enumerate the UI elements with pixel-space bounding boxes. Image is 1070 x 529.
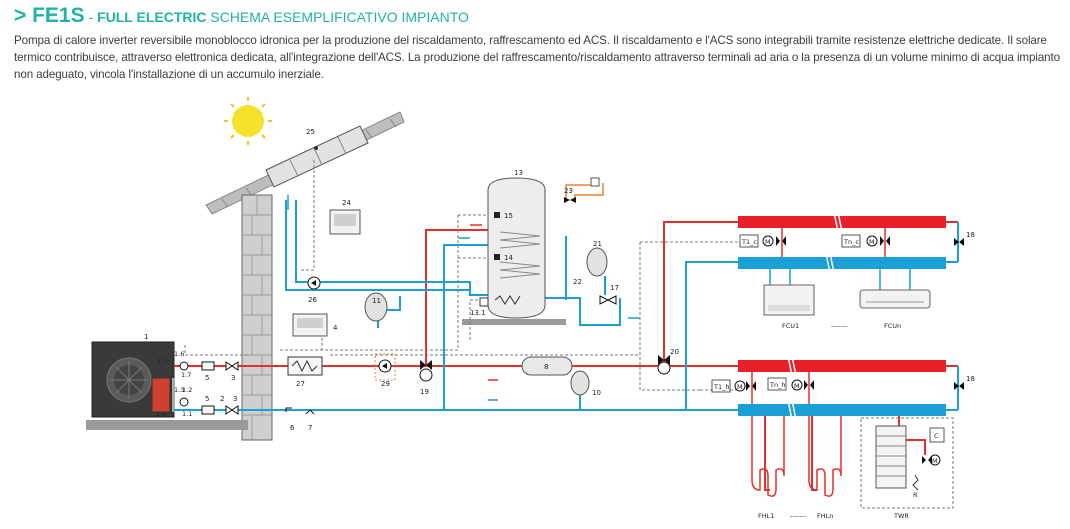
collectors — [738, 211, 946, 421]
label-15: 15 — [504, 212, 513, 220]
pump-29 — [374, 353, 396, 381]
label-23: 23 — [564, 187, 573, 195]
floor-heating-loops — [751, 416, 842, 497]
label-1-4: 1.4 — [156, 410, 166, 418]
sensor-r: R — [913, 491, 918, 499]
inertial-tank-8 — [521, 356, 573, 376]
flow-arrows — [287, 195, 640, 401]
controller-icon — [329, 209, 361, 235]
label-7: 7 — [308, 424, 312, 432]
label-17: 17 — [610, 284, 619, 292]
diverter-valve-19 — [419, 360, 433, 382]
heat-pump-icon — [91, 341, 175, 418]
title-light: SCHEMA ESEMPLIFICATIVO IMPIANTO — [206, 9, 469, 25]
label-21: 21 — [593, 240, 602, 248]
label-18b: 18 — [966, 375, 975, 383]
bypass-valve-upper — [954, 238, 964, 246]
terminal-fcun: FCUn — [884, 322, 901, 330]
label-19: 19 — [420, 388, 429, 396]
drain-6 — [285, 407, 292, 412]
terminal-fcu1: FCU1 — [782, 322, 799, 330]
title-separator: - — [84, 9, 98, 25]
label-11: 11 — [372, 297, 381, 305]
floor-slab — [86, 420, 248, 430]
label-5a: 5 — [205, 374, 209, 382]
tank-base — [462, 319, 566, 325]
sun-icon — [224, 97, 272, 145]
solar-panel-icon — [265, 125, 369, 188]
terminal-fhl1: FHL1 — [758, 512, 774, 520]
towel-radiator-icon — [875, 425, 945, 491]
label-26: 26 — [308, 296, 317, 304]
motor-valve-1: M — [765, 238, 771, 246]
label-18a: 18 — [966, 231, 975, 239]
label-1-1: 1.1 — [182, 410, 192, 418]
valve-7 — [305, 409, 315, 415]
expansion-vessel-icon — [364, 292, 388, 322]
upper-zone-controls — [739, 228, 911, 290]
motor-valve-4: M — [794, 382, 800, 390]
motor-valve-2: M — [869, 238, 875, 246]
expansion-vessel-21 — [586, 247, 608, 277]
sensor-c: C — [934, 432, 939, 440]
mixing-valve-20 — [657, 355, 671, 375]
label-25: 25 — [306, 128, 315, 136]
terminal-dots-1: ------- — [831, 322, 848, 330]
label-4: 4 — [333, 324, 338, 332]
header: > FE1S - FULL ELECTRIC SCHEMA ESEMPLIFIC… — [14, 4, 1060, 83]
model-code: > FE1S — [14, 4, 85, 27]
motor-valve-3: M — [737, 383, 743, 391]
valve-group-left — [179, 361, 239, 415]
page-title: > FE1S - FULL ELECTRIC SCHEMA ESEMPLIFIC… — [14, 4, 1060, 29]
pump-icon — [307, 276, 321, 290]
label-1-5: 1.5 — [157, 357, 167, 365]
sensor-tnh: Tn_h — [769, 381, 785, 389]
label-1-3: 1.3 — [174, 386, 184, 394]
label-3a: 3 — [231, 374, 235, 382]
label-22: 22 — [573, 278, 582, 286]
dhw-tank — [479, 177, 546, 319]
brick-wall — [241, 194, 273, 441]
terminal-dots-2: ------- — [790, 512, 807, 520]
fancoil-floor-icon — [763, 284, 815, 316]
label-3b: 3 — [233, 395, 237, 403]
description: Pompa di calore inverter reversibile mon… — [14, 34, 1060, 81]
label-1-6: 1.6 — [174, 350, 184, 358]
label-14: 14 — [504, 254, 513, 262]
label-2: 2 — [220, 395, 224, 403]
label-20: 20 — [670, 348, 679, 356]
bypass-valve-lower — [954, 382, 964, 390]
lower-zone-controls — [711, 372, 814, 404]
hot-supply-pipes — [174, 221, 958, 491]
label-5b: 5 — [205, 395, 209, 403]
label-1: 1 — [144, 333, 148, 341]
terminal-twr: TWR — [893, 512, 909, 520]
label-1-7: 1.7 — [181, 371, 191, 379]
sensor-tnc: Tn_c — [843, 238, 859, 246]
label-10: 10 — [592, 389, 601, 397]
check-valve-17 — [599, 295, 617, 305]
cold-return-pipes — [174, 200, 959, 411]
label-13-1: 13.1 — [470, 309, 486, 317]
label-6: 6 — [290, 424, 295, 432]
sensor-t1c: T1_c — [741, 238, 757, 246]
expansion-vessel-10 — [570, 370, 590, 396]
sensor-t1h: T1_h — [713, 383, 729, 391]
label-29: 29 — [381, 380, 390, 388]
fancoil-wall-icon — [859, 289, 931, 309]
label-1-2: 1.2 — [182, 386, 192, 394]
terminal-fhln: FHLn — [817, 512, 833, 520]
label-8: 8 — [544, 363, 548, 371]
label-13: 13 — [514, 169, 523, 177]
three-way-valve-icon — [564, 177, 600, 203]
label-27: 27 — [296, 380, 305, 388]
title-bold: FULL ELECTRIC — [97, 9, 207, 25]
remote-controller — [292, 313, 328, 337]
electric-heater-27 — [287, 356, 323, 376]
motor-valve-5: M — [932, 457, 938, 465]
label-24: 24 — [342, 199, 351, 207]
